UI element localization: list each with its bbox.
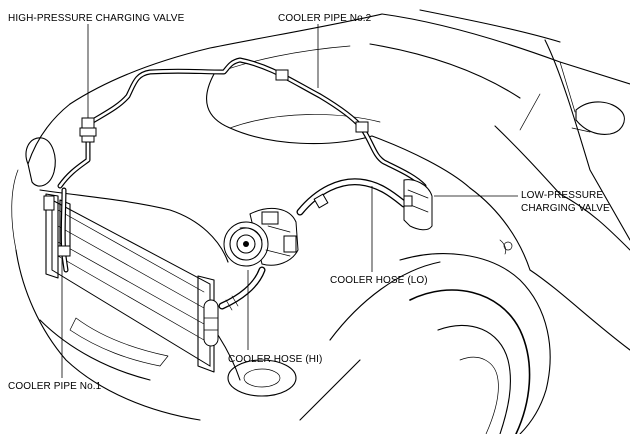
label-cooler-hose-hi: COOLER HOSE (HI) <box>228 354 322 365</box>
cooler-pipe-1 <box>43 187 71 273</box>
cooler-hose-hi <box>218 266 266 311</box>
front-wheel <box>409 289 531 434</box>
wheel-arch <box>399 253 551 434</box>
car-body-outline <box>11 9 630 434</box>
label-cooler-pipe-1: COOLER PIPE No.1 <box>8 381 102 392</box>
callout-labels: HIGH-PRESSURE CHARGING VALVE COOLER PIPE… <box>8 13 610 392</box>
lower-grille <box>69 317 169 367</box>
side-mirror <box>575 101 625 135</box>
label-cooler-hose-lo: COOLER HOSE (LO) <box>330 275 428 286</box>
leader-lines <box>61 24 518 378</box>
label-high-pressure-charging-valve: HIGH-PRESSURE CHARGING VALVE <box>8 13 185 24</box>
label-cooler-pipe-2: COOLER PIPE No.2 <box>278 13 372 24</box>
fog-light <box>227 359 297 397</box>
compressor <box>223 207 299 267</box>
low-pressure-valve-block <box>403 179 433 231</box>
receiver-drier <box>203 299 219 347</box>
condenser <box>45 193 215 373</box>
left-headlight <box>25 137 56 187</box>
label-low-pressure-line1: LOW-PRESSURE <box>521 190 603 201</box>
label-low-pressure-line2: CHARGING VALVE <box>521 203 610 214</box>
cooler-hose-lo <box>296 178 408 216</box>
cooler-pipe-2 <box>57 57 427 189</box>
